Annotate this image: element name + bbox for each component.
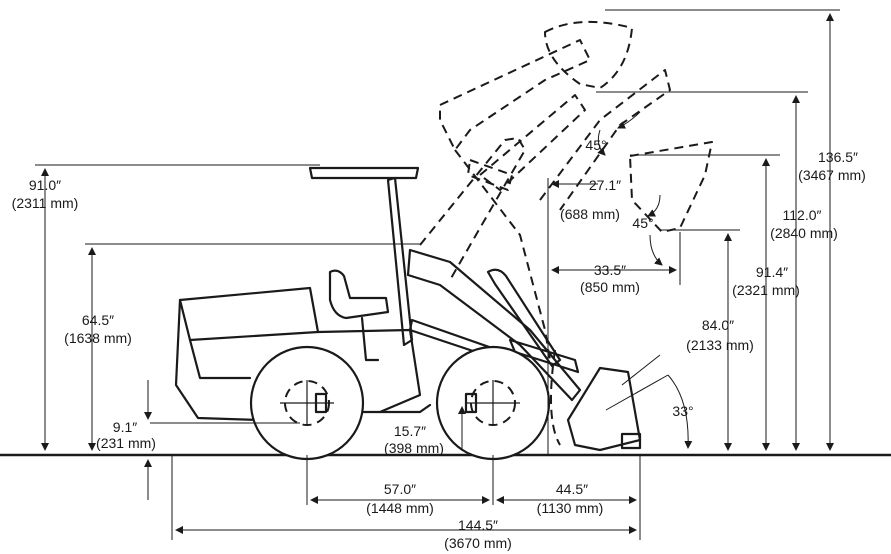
dimension-arrows [41, 13, 834, 534]
dump-angle-low: 45° [632, 215, 653, 231]
reach-max-mm: (688 mm) [560, 206, 620, 222]
ground-clearance-in: 9.1″ [113, 419, 137, 435]
loader-arm [406, 248, 582, 402]
rollback-angle: 33° [672, 403, 693, 419]
reach-dump-in: 33.5″ [594, 262, 626, 278]
canopy-height-mm: (2311 mm) [12, 195, 79, 211]
wheelbase-mm: (1448 mm) [366, 500, 434, 516]
axle-height-in: 15.7″ [394, 423, 426, 439]
bucket [566, 366, 642, 452]
rear-wheel [249, 345, 365, 461]
ground-clearance-mm: (231 mm) [96, 435, 156, 451]
overall-length-mm: (3670 mm) [444, 535, 512, 551]
seat-height-mm: (1638 mm) [64, 330, 132, 346]
reach-dump-mm: (850 mm) [580, 279, 640, 295]
front-overhang-in: 44.5″ [556, 481, 588, 497]
overall-height-in: 136.5″ [818, 149, 858, 165]
wheelbase-in: 57.0″ [384, 481, 416, 497]
canopy-height-in: 91.0″ [29, 177, 61, 193]
seat-height-in: 64.5″ [82, 312, 114, 328]
front-wheel [435, 345, 551, 461]
axle-height-mm: (398 mm) [384, 440, 444, 456]
overall-length-in: 144.5″ [458, 517, 498, 533]
overall-height-mm: (3467 mm) [798, 167, 866, 183]
front-overhang-mm: (1130 mm) [537, 500, 604, 516]
dump-height-in: 84.0″ [702, 317, 734, 333]
operator-seat [328, 269, 390, 320]
dump-height-mm: (2133 mm) [686, 337, 754, 353]
dump-clearance-mm: (2321 mm) [732, 282, 800, 298]
hinge-pin-height-in: 112.0″ [783, 207, 822, 223]
dimension-labels: 136.5″ (3467 mm) 112.0″ (2840 mm) 91.4″ … [12, 137, 866, 551]
loader-body [174, 166, 642, 461]
reference-lines [35, 9, 840, 540]
raised-bucket-top [544, 20, 633, 89]
dump-clearance-in: 91.4″ [756, 264, 788, 280]
hinge-pin-height-mm: (2840 mm) [770, 225, 838, 241]
reach-max-in: 27.1″ [589, 177, 621, 193]
canopy [308, 166, 420, 180]
raised-arm-outline [419, 20, 713, 446]
dump-angle-top: 45° [585, 137, 606, 153]
raised-bucket-dumped [629, 141, 713, 233]
